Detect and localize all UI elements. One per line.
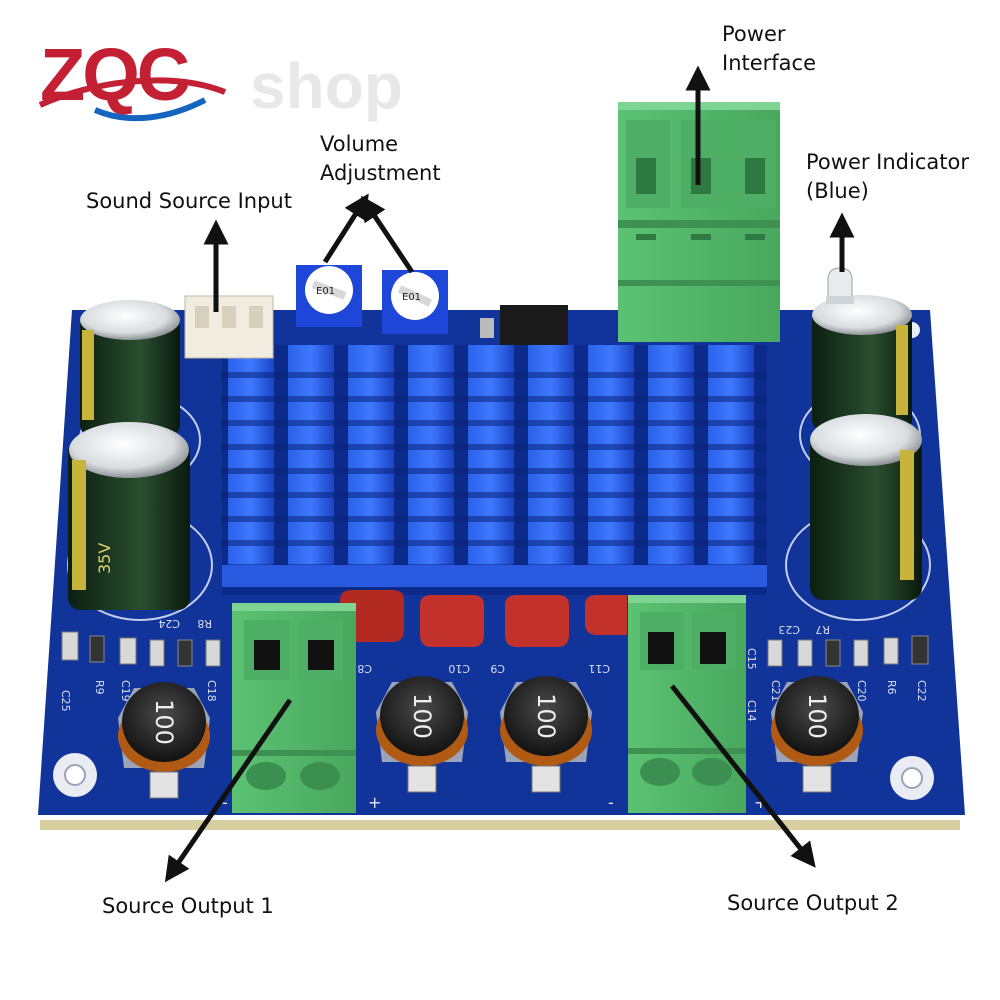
heatsink-ridge [222, 444, 767, 450]
heatsink-ridge [222, 492, 767, 498]
heatsink-fin [528, 345, 574, 585]
capacitor-bottom-right [810, 414, 922, 600]
heatsink-ridge [222, 468, 767, 474]
power-indicator-led [826, 267, 854, 304]
pot-marking-right: E01 [402, 292, 421, 303]
heatsink-ridges [222, 372, 767, 570]
inductor: 100 [500, 676, 592, 793]
heatsink-fin [708, 345, 754, 585]
silk-left-4: R8 [197, 617, 212, 630]
logo-swoosh [38, 77, 227, 108]
silk-left-0: C25 [59, 690, 72, 712]
silk-right-2: C21 [769, 680, 782, 702]
capacitor-top-left [80, 300, 180, 435]
label-source-output-1: Source Output 1 [102, 894, 274, 918]
heatsink-fin [588, 345, 634, 585]
label-source-output-2: Source Output 2 [727, 891, 899, 915]
silk-left-1: R9 [93, 680, 106, 695]
heatsink-fin [468, 345, 514, 585]
silk-right-0: C23 [778, 623, 800, 636]
silk-left-3: C24 [158, 617, 180, 630]
output-terminal-1 [232, 603, 356, 813]
cap-marking-left: 35V [95, 543, 114, 574]
inductor-marking: 100 [803, 693, 831, 739]
arrow-volume-left [322, 193, 369, 264]
annotation-arrows [164, 65, 855, 883]
silk-mid-4: C14 [745, 700, 758, 722]
capacitor-top-right [812, 295, 912, 430]
label-volume-adjustment-line2: Adjustment [320, 161, 441, 185]
label-volume-adjustment-line1: Volume [320, 132, 399, 156]
smd-row-right: C23 R7 C21 C20 R6 C22 [767, 623, 929, 702]
volume-potentiometer-left: E01 [296, 265, 362, 327]
silk-mid-3: C11 [588, 662, 610, 675]
heatsink-fin [228, 345, 274, 585]
heatsink-fins [228, 345, 754, 585]
polarity-minus-2: - [608, 793, 614, 812]
inductor: 100 [771, 676, 863, 793]
smd-row-left: C25 R9 C19 C24 R8 C18 [59, 617, 221, 712]
logo-swoosh-blue [93, 97, 207, 122]
audio-input-connector [184, 295, 274, 359]
heatsink-ridge [222, 372, 767, 378]
inductor: 100 [118, 682, 210, 799]
heatsink-fin [648, 345, 694, 585]
inductor-marking: 100 [408, 693, 436, 739]
arrow-volume-right [361, 195, 415, 274]
silk-right-4: R6 [885, 680, 898, 695]
silk-right-1: R7 [815, 623, 830, 636]
heatsink-ridge [222, 540, 767, 546]
logo-text: ZQC [40, 33, 189, 116]
label-power-interface-line2: Interface [722, 51, 817, 75]
label-power-interface-line1: Power [722, 22, 786, 46]
silk-right-3: C20 [855, 680, 868, 702]
arrow-output-1 [164, 698, 293, 883]
silk-left-2: C19 [119, 680, 132, 702]
silk-right-5: C22 [915, 680, 928, 702]
brand-logo: shop ZQC [38, 33, 403, 122]
heatsink-ridge [222, 420, 767, 426]
heatsink-fin [408, 345, 454, 585]
inductor-marking: 100 [150, 699, 178, 745]
pcb-edge [40, 820, 960, 830]
silk-mid-1: C10 [448, 662, 470, 675]
heatsink-ridge [222, 516, 767, 522]
volume-potentiometer-right: E01 [382, 270, 448, 334]
label-power-indicator-line1: Power Indicator [806, 150, 969, 174]
logo-ghost-text: shop [250, 50, 403, 122]
inductor-marking: 100 [532, 693, 560, 739]
heatsink-fin [288, 345, 334, 585]
inductors: 100 100 100 100 [118, 676, 863, 799]
arrow-output-2 [670, 684, 816, 868]
polarity-minus-1: - [222, 793, 228, 812]
polarity-plus-1: + [368, 793, 381, 812]
silk-left-5: C18 [205, 680, 218, 702]
silk-mid-0: C8 [357, 662, 372, 675]
capacitor-bottom-left: 35V [68, 422, 190, 610]
mounting-hole-right [890, 756, 934, 800]
label-power-indicator-line2: (Blue) [806, 179, 869, 203]
heatsink-ridge [222, 396, 767, 402]
mounting-hole-left [53, 753, 97, 797]
label-sound-source-input: Sound Source Input [86, 189, 292, 213]
inductor: 100 [376, 676, 468, 793]
silk-mid-5: C15 [745, 648, 758, 670]
silk-mid-2: C9 [490, 662, 505, 675]
pot-marking-left: E01 [316, 286, 335, 297]
heatsink [222, 345, 767, 595]
heatsink-fin [348, 345, 394, 585]
